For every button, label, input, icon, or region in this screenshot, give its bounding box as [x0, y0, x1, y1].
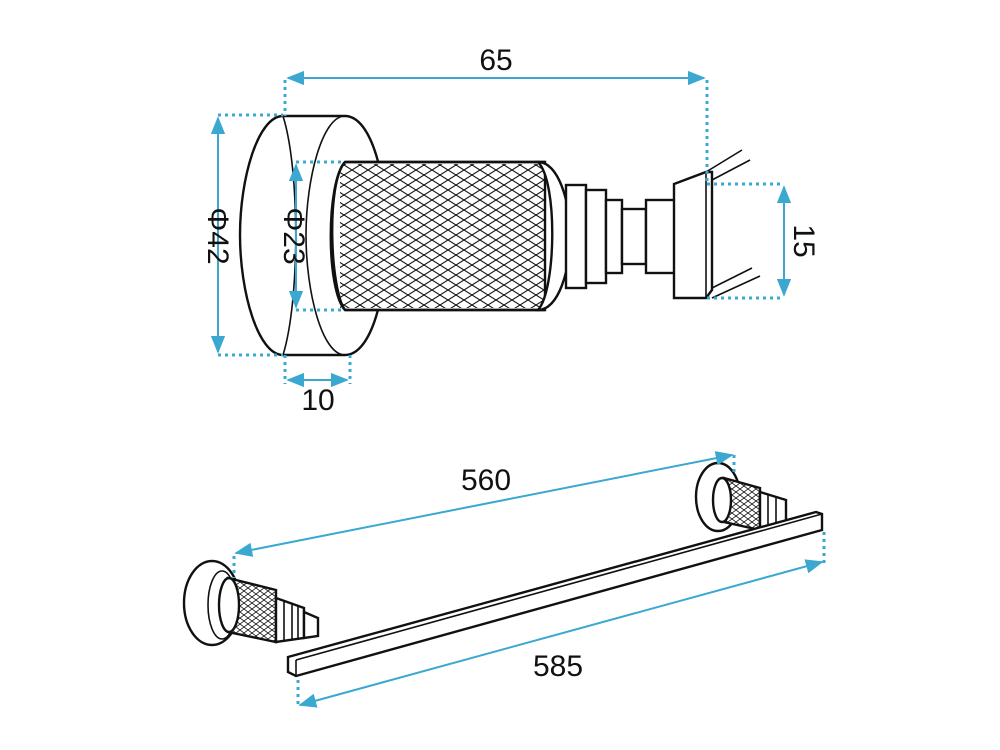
right-knurl-end [711, 476, 733, 524]
dim-585-line [298, 559, 824, 708]
knurled-cylinder-outline [329, 160, 545, 312]
bar-bottom-edge [711, 267, 753, 289]
right-support [694, 461, 788, 533]
neck-step-2 [584, 188, 608, 285]
bar-top-edge [705, 149, 743, 173]
neck-cap [644, 198, 678, 275]
dim-length-label: 65 [479, 44, 512, 77]
right-neck-steps [767, 494, 777, 527]
left-neck-cap [302, 610, 320, 640]
dim-560-line [234, 451, 734, 557]
towel-bar-edge [295, 513, 823, 661]
neck-pin [620, 207, 648, 266]
left-neck [274, 596, 306, 644]
dim-support-span-label: 560 [461, 464, 511, 497]
bar-top-edge-2 [711, 159, 751, 181]
overall-view-towel-bar: 560 585 [182, 451, 826, 708]
dim-base-depth-label: 10 [301, 384, 334, 417]
detail-view-bracket: 65 Φ42 Φ23 10 15 [201, 44, 820, 417]
neck-step-3 [604, 198, 624, 275]
dim-knurl-diameter-label: Φ23 [277, 207, 310, 264]
left-knurl-texture [228, 578, 276, 642]
base-disc-front-edge [305, 115, 346, 356]
knurl-texture [340, 164, 545, 308]
dim-bar-height-label: 15 [787, 224, 820, 257]
left-neck-steps [283, 600, 299, 641]
dim-bar-length-label: 585 [533, 650, 583, 683]
dim-base-diameter-label: Φ42 [201, 207, 234, 264]
neck-step-1 [564, 183, 588, 290]
left-support [182, 559, 320, 647]
bar-bottom-edge-2 [711, 275, 761, 299]
end-collar [535, 160, 572, 312]
left-knurl-end [217, 576, 241, 634]
